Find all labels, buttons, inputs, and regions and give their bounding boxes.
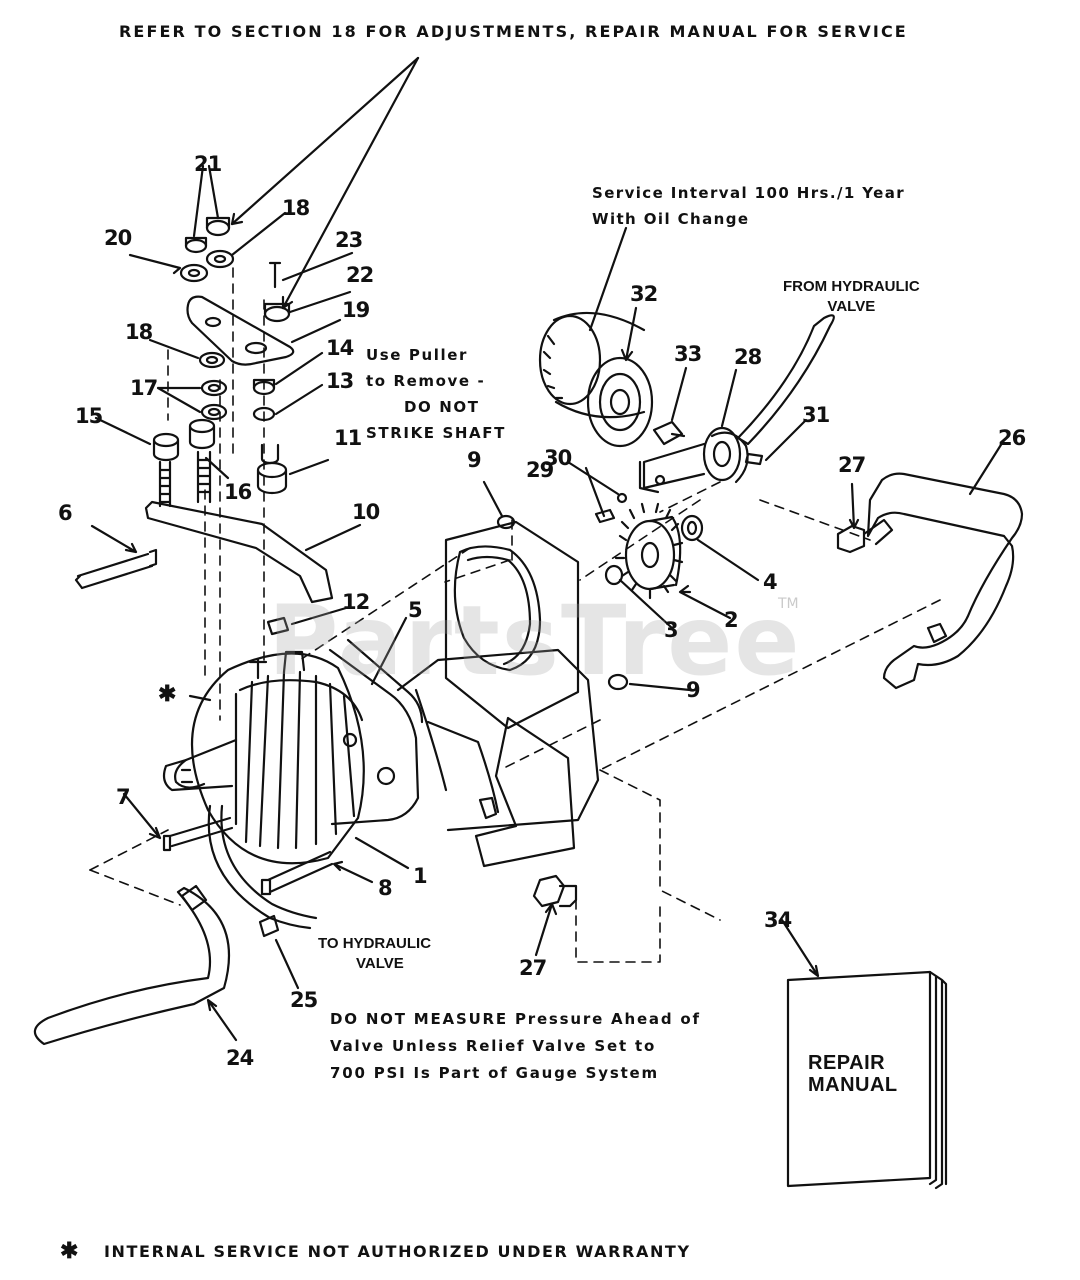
manual-line-1: REPAIR — [808, 1052, 886, 1074]
repair-manual-cover-text: REPAIR MANUAL — [808, 1052, 898, 1096]
puller-line-3: DO NOT — [404, 398, 480, 416]
pressure-line-2: Valve Unless Relief Valve Set to — [330, 1037, 657, 1055]
callout-15: 15 — [75, 404, 103, 428]
manual-line-2: MANUAL — [808, 1074, 898, 1096]
callout-2: 2 — [724, 608, 739, 632]
puller-note: Use Puller to Remove - DO NOT STRIKE SHA… — [366, 342, 506, 446]
callout-11: 11 — [334, 426, 362, 450]
nut-9-top — [496, 514, 516, 530]
spacer-16 — [188, 418, 216, 450]
callout-34: 34 — [764, 908, 792, 932]
callout-8: 8 — [378, 876, 393, 900]
to-hydraulic-valve-note: TO HYDRAULIC VALVE — [318, 934, 431, 974]
callout-20: 20 — [104, 226, 132, 250]
callout-31: 31 — [802, 403, 830, 427]
callout-10: 10 — [352, 500, 380, 524]
from-hydraulic-valve-note: FROM HYDRAULIC VALVE — [783, 277, 920, 317]
callout-29: 29 — [526, 458, 554, 482]
callout-9-top: 9 — [467, 448, 482, 472]
hardware-stack-left — [128, 164, 354, 323]
trademark-mark: TM — [778, 596, 799, 612]
callout-17: 17 — [130, 376, 158, 400]
fitting-27-lower — [532, 874, 578, 908]
callout-30: 30 — [544, 446, 572, 470]
body-asterisk-icon: ✱ — [158, 681, 177, 706]
hydraulic-hose — [736, 314, 835, 446]
footer-warranty-note: INTERNAL SERVICE NOT AUTHORIZED UNDER WA… — [104, 1242, 691, 1261]
callout-25: 25 — [290, 988, 318, 1012]
tube-24 — [33, 886, 231, 1046]
service-interval-note: Service Interval 100 Hrs./1 Year With Oi… — [592, 180, 905, 232]
header-note: REFER TO SECTION 18 FOR ADJUSTMENTS, REP… — [119, 22, 908, 41]
callout-22: 22 — [346, 263, 374, 287]
callout-23: 23 — [335, 228, 363, 252]
callout-16: 16 — [224, 480, 252, 504]
washer-3 — [604, 564, 624, 586]
callout-32: 32 — [630, 282, 658, 306]
leader-arrow — [281, 56, 420, 310]
from-valve-line-2: VALVE — [827, 298, 876, 315]
callout-27-right: 27 — [838, 453, 866, 477]
fitting-27-right — [836, 518, 894, 554]
to-valve-line-1: TO HYDRAULIC — [318, 935, 432, 952]
callout-7: 7 — [116, 785, 131, 809]
callout-9-lower: 9 — [686, 678, 701, 702]
callout-18-mid: 18 — [125, 320, 153, 344]
bolt-29 — [594, 508, 616, 524]
service-line-2: With Oil Change — [592, 210, 750, 228]
puller-line-1: Use Puller — [366, 346, 469, 364]
callout-13: 13 — [326, 369, 354, 393]
callout-28: 28 — [734, 345, 762, 369]
bolt-8 — [260, 850, 334, 896]
washer-group — [148, 338, 324, 422]
to-valve-line-2: VALVE — [356, 955, 404, 972]
callout-12: 12 — [342, 590, 370, 614]
leader-arrow — [230, 56, 420, 226]
bolt-6 — [74, 548, 158, 590]
pressure-line-3: 700 PSI Is Part of Gauge System — [330, 1064, 659, 1082]
pressure-warning-note: DO NOT MEASURE Pressure Ahead of Valve U… — [330, 1006, 701, 1087]
collar-11 — [256, 461, 288, 495]
callout-5: 5 — [408, 598, 423, 622]
washer-30 — [616, 492, 628, 504]
callout-27-lower: 27 — [519, 956, 547, 980]
footer-asterisk-icon: ✱ — [60, 1238, 79, 1263]
spacer-15 — [152, 432, 180, 462]
valve-block-28 — [638, 426, 749, 494]
callout-21: 21 — [194, 152, 222, 176]
callout-3: 3 — [664, 618, 679, 642]
fitting-25 — [258, 914, 280, 938]
gear-2 — [614, 502, 684, 600]
callout-14: 14 — [326, 336, 354, 360]
from-valve-line-1: FROM HYDRAULIC — [783, 278, 920, 295]
pressure-line-1: DO NOT MEASURE Pressure Ahead of — [330, 1010, 701, 1028]
watermark: PartsTree — [268, 585, 802, 697]
pump-body — [162, 638, 600, 865]
gearbox-housing — [426, 520, 580, 868]
callout-6: 6 — [58, 501, 73, 525]
callout-33: 33 — [674, 342, 702, 366]
callout-4: 4 — [763, 570, 778, 594]
puller-line-4: STRIKE SHAFT — [366, 424, 506, 442]
puller-line-2: to Remove - — [366, 372, 486, 390]
fitting-31 — [744, 452, 764, 466]
key-12 — [266, 616, 290, 636]
callout-19: 19 — [342, 298, 370, 322]
callout-1: 1 — [413, 864, 428, 888]
callout-24: 24 — [226, 1046, 254, 1070]
bracket-10 — [144, 500, 334, 604]
washer-4 — [680, 514, 704, 542]
oil-filter-32 — [538, 311, 654, 448]
nut-9-lower — [607, 673, 629, 691]
service-line-1: Service Interval 100 Hrs./1 Year — [592, 184, 906, 202]
fitting-33 — [652, 420, 686, 446]
repair-manual-book — [786, 970, 948, 1190]
hydraulic-line-26 — [866, 472, 1024, 690]
callout-18-top: 18 — [282, 196, 310, 220]
callout-26: 26 — [998, 426, 1026, 450]
bracket-19 — [186, 295, 295, 366]
